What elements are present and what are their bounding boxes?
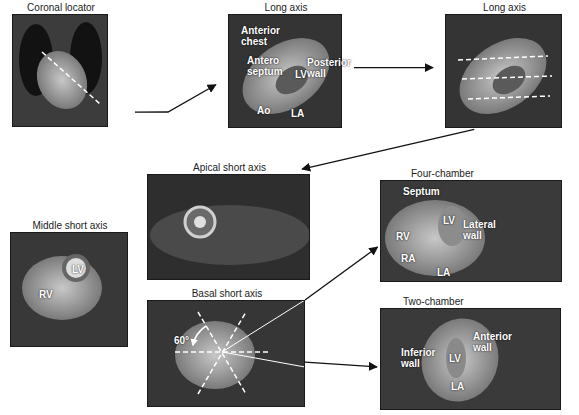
tissue-shape	[150, 205, 310, 265]
anatomy-label: LA	[291, 108, 304, 119]
anatomy-label: Anterior chest	[241, 25, 285, 47]
cavity-shape	[194, 216, 206, 228]
flow-arrow	[135, 85, 216, 112]
panel-title: Middle short axis	[11, 220, 129, 231]
mri-panel-box: Coronal locator	[12, 14, 108, 127]
mri-panel	[10, 232, 128, 347]
angle-arrow	[193, 326, 206, 345]
panel-title: Two-chamber	[403, 296, 464, 307]
anatomy-label: LV	[449, 353, 461, 364]
mri-panel-box: Basal short axis60°	[147, 300, 305, 407]
ventricle-ring	[64, 256, 88, 280]
plane-line	[198, 312, 246, 394]
ventricle-shape	[487, 60, 530, 100]
ventricle-shape	[446, 338, 466, 378]
anatomy-label: RV	[396, 231, 410, 242]
anatomy-label: Posterior wall	[307, 57, 347, 79]
heart-shape	[445, 22, 560, 129]
mri-panel	[12, 14, 108, 127]
anatomy-label: Anterior wall	[473, 331, 517, 353]
anatomy-label: LV	[443, 215, 455, 226]
panel-title: Apical short axis	[148, 162, 311, 173]
heart-shape	[28, 43, 97, 118]
anatomy-label: Septum	[403, 186, 440, 197]
panel-title: Long axis	[229, 2, 343, 13]
heart-shape	[228, 22, 343, 129]
ventricle-shape	[438, 206, 466, 246]
anatomy-label: LA	[451, 381, 464, 392]
plane-line	[42, 52, 100, 104]
plane-line	[198, 312, 246, 394]
anatomy-label: LV	[295, 69, 307, 80]
mri-panel-box: Middle short axisRVLV	[10, 232, 128, 347]
anatomy-label: LA	[437, 267, 450, 278]
mri-panel	[147, 300, 305, 407]
plane-line	[462, 76, 552, 79]
plane-line	[222, 300, 305, 352]
anatomy-label: Inferior wall	[401, 347, 445, 369]
mri-panel-box: Four-chamberSeptumRVLVLateral wallRALA	[380, 180, 562, 282]
plane-line	[458, 56, 548, 60]
anatomy-label: LV	[72, 264, 84, 275]
panel-title: Four-chamber	[411, 168, 474, 179]
flow-arrow	[302, 129, 474, 169]
anatomy-label: 60°	[174, 335, 189, 346]
flow-arrow	[305, 362, 377, 367]
mri-panel-box: Apical short axis	[147, 174, 310, 280]
plane-line	[222, 352, 305, 367]
flow-arrow	[354, 67, 433, 68]
heart-shape	[410, 308, 510, 413]
anatomy-label: RA	[401, 253, 415, 264]
plane-line	[468, 96, 550, 99]
mri-panel-box: Long axisAnterior chestAntero septumLVPo…	[228, 14, 342, 128]
anatomy-label: RV	[39, 289, 53, 300]
mri-panel	[380, 180, 562, 282]
mri-panel-box: Long axis	[445, 14, 562, 128]
panel-title: Long axis	[446, 2, 563, 13]
ventricle-ring	[185, 207, 215, 237]
anatomy-label: Ao	[257, 105, 270, 116]
heart-shape	[22, 256, 102, 320]
panel-title: Coronal locator	[13, 2, 109, 13]
heart-shape	[175, 321, 255, 389]
anatomy-label: Antero septum	[247, 55, 289, 77]
mri-panel-box: Two-chamberInferior wallLVAnterior wallL…	[380, 308, 561, 410]
mri-panel	[147, 174, 310, 280]
flow-arrow	[305, 247, 378, 300]
panel-title: Basal short axis	[148, 288, 306, 299]
anatomy-label: Lateral wall	[463, 219, 499, 241]
